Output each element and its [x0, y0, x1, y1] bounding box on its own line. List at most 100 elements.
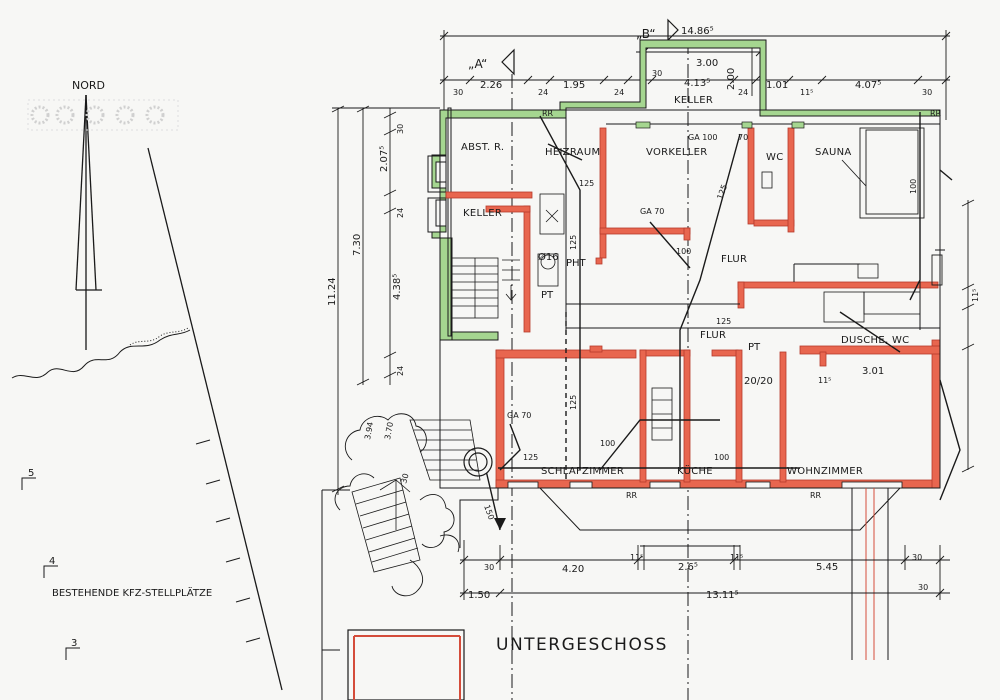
label-100-b: 100 [600, 439, 615, 448]
section-label-a: „A“ [468, 57, 487, 71]
dim-30-top-b: 30 [652, 69, 662, 78]
label-stair-3-94: 3.94 [363, 421, 375, 440]
label-125-e: 125 [523, 453, 538, 462]
dim-24-top-c: 24 [738, 88, 748, 97]
dim-11-24: 11.24 [327, 277, 338, 306]
room-wc: WC [766, 152, 783, 163]
dim-13-11: 13.11⁵ [706, 590, 739, 601]
north-arrow [75, 94, 102, 350]
windows [635, 121, 805, 129]
hedge-line [11, 329, 191, 379]
north-label: NORD [72, 79, 105, 92]
dim-5-45: 5.45 [816, 562, 838, 573]
dim-11-5-bottom-b: 11⁵ [730, 553, 743, 562]
room-dusche-wc: DUSCHE, WC [841, 335, 909, 346]
label-pt-2: PT [748, 342, 761, 353]
drain-pipes [483, 112, 921, 531]
dim-1-01: 1.01 [766, 80, 788, 91]
label-125-c: 125 [715, 183, 729, 200]
label-rr-3: RR [626, 491, 638, 500]
existing-wall-details [427, 107, 452, 337]
bottom-dimension-chain [459, 540, 950, 600]
room-abst: ABST. R. [461, 142, 504, 153]
flow-arrow-icon [494, 518, 506, 530]
dim-24-left-a: 24 [396, 208, 405, 218]
section-label-b: „B“ [636, 27, 656, 41]
label-ga-70-a: GA 70 [640, 207, 664, 216]
sauna-bench [841, 127, 943, 286]
new-walls [445, 127, 941, 489]
room-kueche: KÜCHE [677, 464, 713, 477]
label-pt-1: PT [541, 290, 554, 301]
dim-24-top-a: 24 [538, 88, 548, 97]
dim-2-00: 2.00 [726, 68, 737, 90]
room-keller-top: KELLER [674, 95, 713, 106]
room-heizraum: HEIZRAUM [545, 147, 600, 158]
parking-markers [21, 477, 80, 660]
label-pht: PHT [566, 258, 587, 269]
manhole-icon [463, 447, 493, 477]
existing-walls [431, 39, 941, 341]
room-vorkeller: VORKELLER [646, 147, 707, 158]
label-stair-3-70: 3.70 [383, 421, 395, 440]
label-100-d: 100 [909, 179, 918, 194]
dim-11-5-right: 11⁵ [971, 289, 980, 302]
shrubs [334, 413, 460, 597]
property-line [147, 147, 283, 691]
room-flur-upper: FLUR [721, 254, 747, 265]
dim-24-left-b: 24 [396, 366, 405, 376]
label-125-f: 125 [579, 179, 594, 188]
dim-1-50: 1.50 [468, 590, 490, 601]
label-20-20: 20/20 [744, 376, 773, 387]
label-125-a: 125 [569, 235, 578, 250]
dim-4-20: 4.20 [562, 564, 584, 575]
dim-3-01: 3.01 [862, 366, 884, 377]
dim-30-bottom-a: 30 [484, 563, 494, 572]
door-openings [507, 481, 903, 489]
dim-4-38: 4.38⁵ [392, 274, 403, 300]
room-wohnzimmer: WOHNZIMMER [787, 466, 863, 477]
roof-outline [939, 169, 961, 501]
label-125-b: 125 [569, 395, 578, 410]
dim-4-13: 4.13⁵ [684, 78, 710, 89]
dim-30-top-a: 30 [453, 88, 463, 97]
dim-24-top-b: 24 [614, 88, 624, 97]
top-dimension-chain [439, 30, 951, 120]
left-dimension-chain [331, 105, 440, 495]
dim-2-60: 2.6⁵ [678, 562, 698, 573]
label-100-c: 100 [714, 453, 729, 462]
dim-1-95: 1.95 [563, 80, 585, 91]
dim-2-07: 2.07⁵ [379, 146, 390, 172]
label-rr-2: RR [930, 109, 942, 118]
section-marker-a [501, 48, 515, 700]
perforation-stamp-icon [27, 99, 179, 131]
room-flur-lower: FLUR [700, 330, 726, 341]
label-stair-30: 30 [399, 472, 410, 484]
label-125-d: 125 [716, 317, 731, 326]
dim-7-30: 7.30 [352, 234, 363, 256]
label-rr-4: RR [810, 491, 822, 500]
title-box [347, 629, 465, 700]
stairs [451, 257, 520, 319]
dim-3-00: 3.00 [696, 58, 718, 69]
sanitary-fixtures-icon [651, 171, 921, 441]
dim-30-left: 30 [396, 124, 405, 134]
label-70: 70 [738, 133, 748, 142]
parking-label: BESTEHENDE KFZ-STELLPLÄTZE [52, 586, 212, 599]
label-ga-100: GA 100 [688, 133, 717, 142]
parking-number-5: 5 [28, 468, 34, 479]
label-rr-1: RR [542, 109, 554, 118]
dim-11-5-top: 11⁵ [800, 88, 813, 97]
outside-stairs [351, 419, 481, 573]
label-100-a: 100 [676, 247, 691, 256]
dim-30-bottom-b: 30 [912, 553, 922, 562]
dim-total-width: 14.86⁵ [681, 26, 714, 37]
dim-11-5-bottom-a: 11⁵ [630, 553, 643, 562]
room-schlafzimmer: SCHLAFZIMMER [541, 466, 624, 477]
label-phi-16: Ø16 [538, 251, 559, 263]
room-keller-left: KELLER [463, 208, 502, 219]
plan-title: UNTERGESCHOSS [496, 635, 668, 655]
dim-4-07: 4.07⁵ [855, 80, 881, 91]
